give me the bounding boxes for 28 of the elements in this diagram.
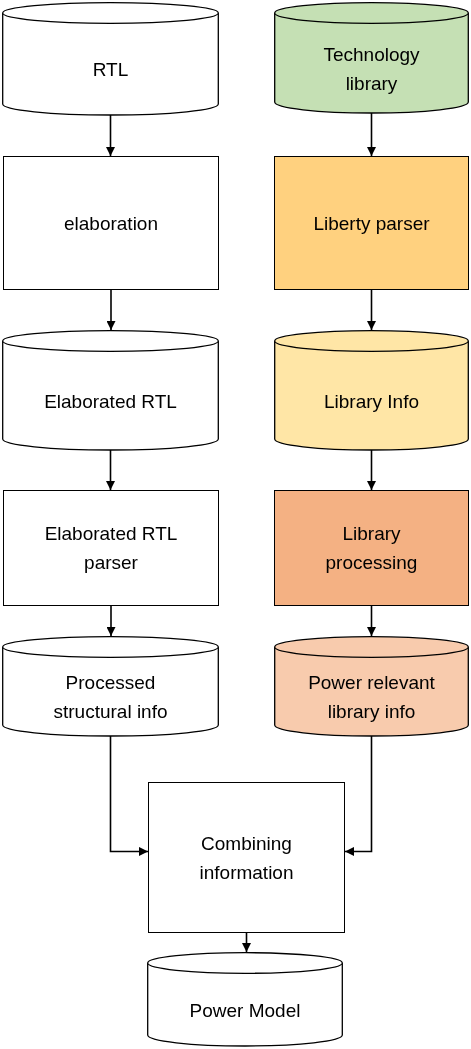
arrow [106, 605, 116, 637]
arrow [367, 112, 376, 157]
arrow [367, 289, 376, 331]
node-label: Library Info [323, 389, 419, 414]
arrow [106, 114, 115, 157]
node-label: Liberty parser [313, 211, 430, 236]
process-box [274, 156, 469, 290]
process-box [3, 490, 219, 606]
arrow [242, 932, 251, 953]
process-box [3, 156, 219, 290]
node-label: Elaborated RTL [44, 389, 177, 414]
arrow [367, 449, 376, 491]
arrow [106, 289, 116, 331]
node-label: Power Model [189, 998, 301, 1023]
arrow [106, 449, 115, 491]
process-box [148, 782, 345, 933]
node-label: RTL [92, 58, 129, 82]
node-label: Combining information [198, 831, 295, 885]
node-label: Elaborated RTL parser [43, 522, 179, 575]
arrow [344, 735, 373, 856]
arrow [367, 605, 376, 637]
node-label: Power relevant library info [307, 671, 436, 724]
process-box [274, 490, 469, 606]
node-label: Processed structural info [52, 671, 169, 724]
node-label: elaboration [64, 211, 158, 236]
arrow [109, 735, 149, 856]
node-label: Technology library [322, 42, 421, 96]
node-label: Library processing [324, 522, 419, 575]
